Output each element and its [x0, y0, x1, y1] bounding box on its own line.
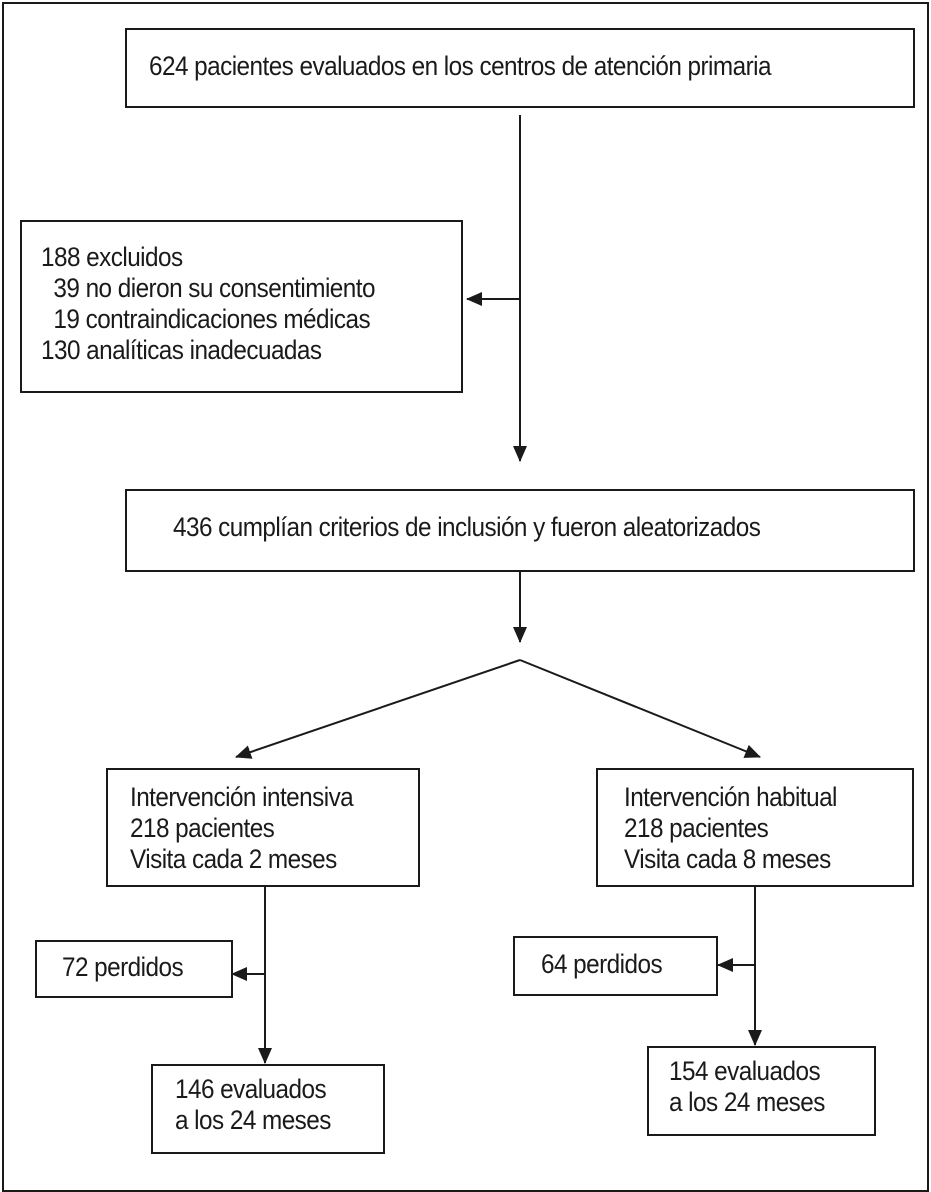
node-usual-lost-text: 64 perdidos: [541, 949, 663, 979]
node-usual-line-1: Intervención habitual: [624, 782, 837, 812]
node-intensive-lost-text: 72 perdidos: [62, 952, 184, 982]
arrow-to-intensive: [235, 659, 521, 759]
node-usual-final-line-1: 154 evaluados: [669, 1056, 821, 1086]
node-usual-final: [647, 1046, 876, 1136]
node-usual-final-line-2: a los 24 meses: [669, 1087, 825, 1117]
node-intensive-final-line-1: 146 evaluados: [175, 1074, 327, 1104]
node-excluded-reason-1: 39 no dieron su consentimiento: [41, 273, 375, 303]
node-usual-lost: [513, 936, 718, 996]
node-randomized-text: 436 cumplían criterios de inclusión y fu…: [173, 512, 761, 542]
node-intensive-line-1: Intervención intensiva: [130, 782, 354, 812]
node-excluded-reason-3: 130 analíticas inadecuadas: [41, 335, 322, 365]
node-excluded-header: 188 excluidos: [41, 242, 183, 272]
node-intensive: [106, 768, 420, 887]
node-evaluated-text: 624 pacientes evaluados en los centros d…: [149, 51, 771, 81]
node-usual-line-2: 218 pacientes: [624, 813, 769, 843]
node-intensive-final-line-2: a los 24 meses: [175, 1105, 331, 1135]
node-intensive-line-2: 218 pacientes: [130, 813, 275, 843]
node-usual: [596, 768, 914, 887]
arrow-to-usual: [519, 659, 761, 758]
node-intensive-line-3: Visita cada 2 meses: [130, 844, 337, 874]
node-intensive-lost: [35, 940, 233, 998]
node-randomized: [125, 489, 915, 572]
node-intensive-final: [151, 1064, 385, 1154]
node-excluded: [20, 220, 463, 393]
node-evaluated: [125, 28, 915, 108]
node-excluded-reason-2: 19 contraindicaciones médicas: [41, 304, 371, 334]
node-usual-line-3: Visita cada 8 meses: [624, 844, 831, 874]
